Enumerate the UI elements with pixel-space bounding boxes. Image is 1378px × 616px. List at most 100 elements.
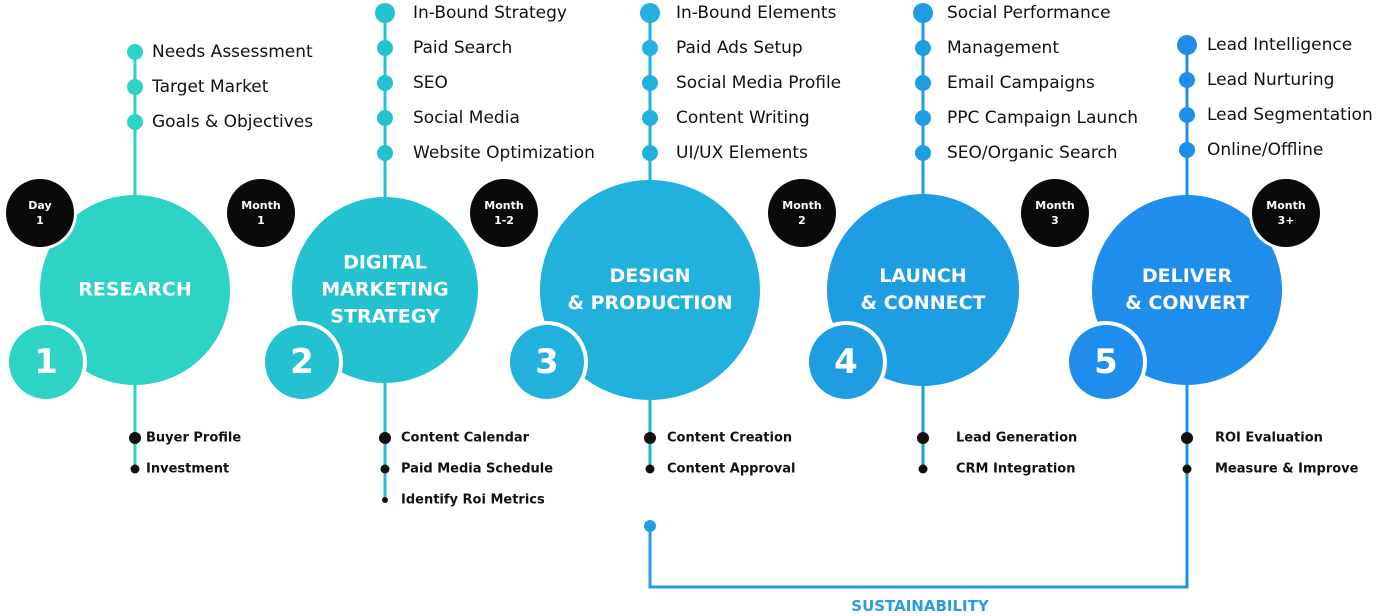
top-item: Social Performance (947, 3, 1111, 23)
timing-line: Month (484, 199, 524, 212)
top-item-bullet (377, 40, 393, 56)
bottom-item-bullet (379, 432, 391, 444)
stage-number: 5 (1094, 342, 1118, 382)
bottom-item: ROI Evaluation (1215, 430, 1323, 446)
final-timing-label: Month 3+ (1266, 198, 1305, 228)
top-item: Target Market (152, 77, 269, 97)
stage-title: LAUNCH & CONNECT (861, 263, 986, 317)
top-item-bullet (915, 145, 931, 161)
bottom-item: Paid Media Schedule (401, 461, 554, 477)
timing-badge (768, 179, 836, 247)
stage-title-line: & CONNECT (860, 292, 986, 314)
top-item-bullet (915, 75, 931, 91)
final-timing-badge (1252, 179, 1320, 247)
stage-1-circle (40, 195, 230, 385)
top-item-bullet (127, 44, 143, 60)
top-item-bullet (1179, 142, 1195, 158)
top-item: In-Bound Strategy (413, 3, 567, 23)
top-item: SEO (413, 73, 448, 93)
sustainability-label: SUSTAINABILITY (851, 597, 989, 615)
bottom-item-bullet (1181, 432, 1193, 444)
sustainability-loop-line (648, 470, 1189, 589)
timing-line: Month (1266, 199, 1306, 212)
top-item-bullet (375, 3, 395, 23)
bottom-item: Investment (146, 461, 230, 477)
stage-title-line: & PRODUCTION (567, 292, 733, 314)
stage-title-line: DESIGN (609, 265, 691, 287)
bottom-item-bullet (1182, 464, 1192, 474)
timing-badge (227, 179, 295, 247)
stage-2-circle (292, 197, 478, 383)
top-item: Needs Assessment (152, 42, 313, 62)
stage-title-line: DELIVER (1141, 265, 1233, 287)
timing-badge (6, 179, 74, 247)
timing-line: Day (28, 199, 52, 212)
top-item: Social Media (413, 108, 520, 128)
top-item-bullet (127, 79, 143, 95)
top-item: Goals & Objectives (152, 112, 314, 132)
timing-line: Month (1035, 199, 1075, 212)
timing-line: Month (241, 199, 281, 212)
top-item-bullet (640, 3, 660, 23)
stage-title-line: STRATEGY (330, 305, 440, 328)
bottom-item-bullet (129, 432, 141, 444)
bottom-item-bullet (382, 497, 388, 503)
stage-title: RESEARCH (78, 277, 191, 304)
top-item: UI/UX Elements (676, 143, 808, 163)
stage-4-number-badge (809, 325, 883, 399)
timing-line: 3+ (1277, 214, 1295, 227)
top-item-bullet (377, 75, 393, 91)
bottom-item: Content Calendar (401, 430, 530, 446)
top-item-bullet (642, 75, 658, 91)
stage-5-circle (1092, 195, 1282, 385)
bottom-item: Content Creation (667, 430, 793, 446)
top-item: PPC Campaign Launch (947, 108, 1139, 128)
top-item-bullet (1177, 35, 1197, 55)
stage-number: 1 (34, 342, 58, 382)
top-item: Paid Ads Setup (676, 38, 803, 58)
stage-3-circle (540, 180, 760, 400)
timing-line: 1 (36, 214, 44, 227)
stage-1-number-badge (9, 325, 83, 399)
top-item: In-Bound Elements (676, 3, 837, 23)
top-item-bullet (913, 3, 933, 23)
timing-label: Month 1 (241, 198, 280, 228)
bottom-item: Measure & Improve (1215, 461, 1359, 477)
stage-2-number-badge (265, 325, 339, 399)
stage-title-line: & CONVERT (1125, 292, 1249, 314)
bottom-item: Identify Roi Metrics (401, 492, 545, 508)
top-item: Lead Intelligence (1207, 35, 1353, 55)
stage-number: 4 (834, 342, 858, 382)
bottom-item: Content Approval (667, 461, 796, 477)
stage-3-number-badge (510, 325, 584, 399)
stage-title-line: MARKETING (321, 278, 449, 301)
bottom-item-bullet (644, 432, 656, 444)
top-item-bullet (1179, 107, 1195, 123)
stage-title-line: LAUNCH (879, 265, 967, 287)
top-item-bullet (1179, 72, 1195, 88)
timing-line: 1 (257, 214, 265, 227)
top-item-bullet (642, 110, 658, 126)
timing-badge (470, 179, 538, 247)
bottom-item: Lead Generation (956, 430, 1078, 446)
top-item: Website Optimization (413, 143, 595, 163)
timing-badge (1021, 179, 1089, 247)
top-item-bullet (127, 114, 143, 130)
stage-title: DELIVER & CONVERT (1125, 263, 1249, 317)
stage-title-line: DIGITAL (343, 251, 427, 274)
top-item-bullet (377, 110, 393, 126)
stage-number: 3 (535, 342, 559, 382)
top-item: Email Campaigns (947, 73, 1095, 93)
stage-5-number-badge (1069, 325, 1143, 399)
top-item-bullet (642, 145, 658, 161)
bottom-item-bullet (645, 464, 655, 474)
bottom-item-bullet (917, 432, 929, 444)
top-item: Lead Segmentation (1207, 105, 1373, 125)
top-item: Management (947, 38, 1059, 58)
top-item-bullet (915, 40, 931, 56)
